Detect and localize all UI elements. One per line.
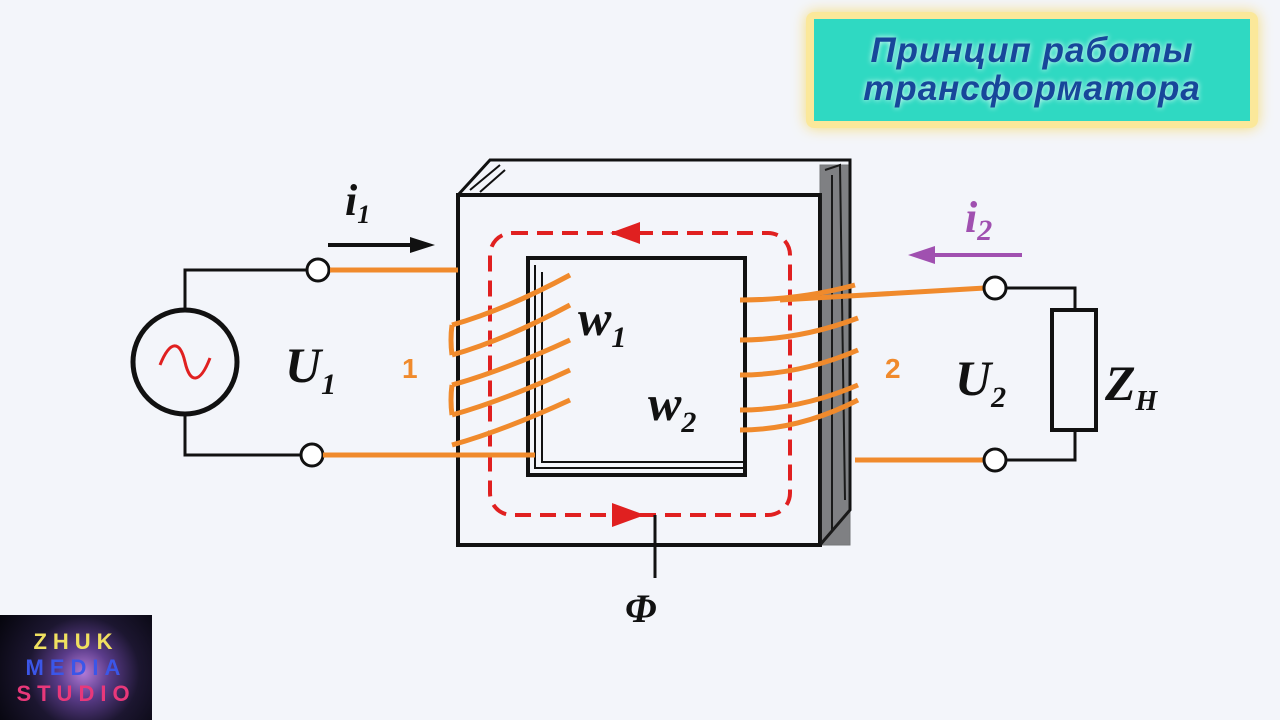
i1-label: i1 bbox=[345, 176, 370, 229]
terminal-icon bbox=[305, 257, 331, 283]
w2-label: w2 bbox=[648, 375, 696, 439]
secondary-winding bbox=[739, 282, 986, 463]
secondary-circuit bbox=[982, 275, 1098, 473]
flux-arrow-bottom bbox=[612, 503, 645, 527]
studio-logo: ZHUK MEDIA STUDIO bbox=[0, 615, 152, 720]
terminal-icon bbox=[299, 442, 325, 468]
title-line-2: трансформатора bbox=[863, 69, 1201, 108]
magnetic-flux-path bbox=[488, 222, 792, 578]
i2-label: i2 bbox=[965, 193, 992, 247]
title-banner: Принцип работы трансформатора bbox=[806, 12, 1258, 128]
flux-label: Φ bbox=[625, 586, 657, 631]
transformer-core bbox=[456, 158, 852, 547]
primary-coil-number: 1 bbox=[402, 353, 418, 384]
load-resistor bbox=[1050, 308, 1098, 432]
ac-source-icon bbox=[130, 307, 240, 417]
w1-label: w1 bbox=[578, 290, 626, 354]
terminal-icon bbox=[982, 447, 1008, 473]
terminal-icon bbox=[982, 275, 1008, 301]
primary-winding bbox=[323, 267, 572, 458]
load-impedance-label: ZH bbox=[1104, 355, 1159, 417]
logo-line-1: ZHUK bbox=[33, 628, 119, 654]
logo-line-2: MEDIA bbox=[25, 654, 127, 680]
i2-arrow bbox=[908, 246, 1022, 264]
u2-label: U2 bbox=[955, 350, 1006, 414]
primary-circuit bbox=[130, 237, 435, 468]
flux-arrow-top bbox=[610, 222, 640, 244]
logo-line-3: STUDIO bbox=[16, 680, 136, 706]
title-line-1: Принцип работы bbox=[870, 31, 1194, 70]
secondary-coil-number: 2 bbox=[885, 353, 901, 384]
u1-label: U1 bbox=[285, 337, 336, 401]
